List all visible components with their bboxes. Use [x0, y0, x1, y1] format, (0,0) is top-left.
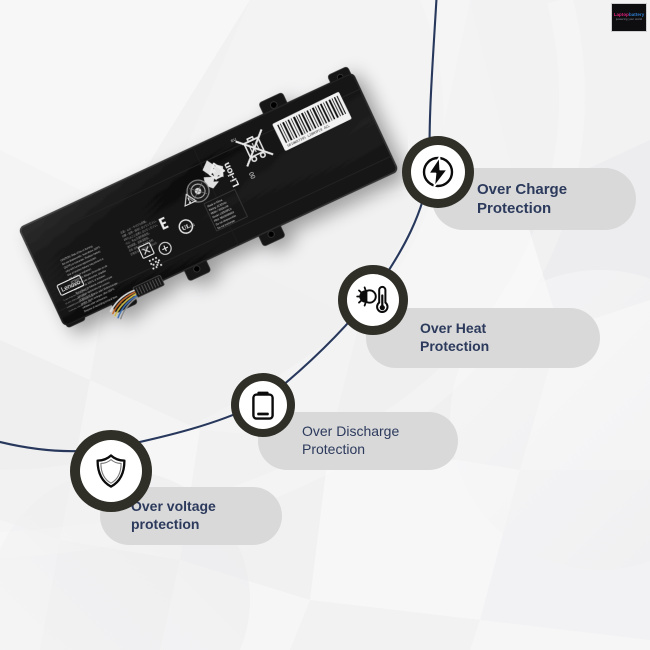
brand-logo-text-primary: Laptop [613, 12, 629, 18]
feature-over-voltage-icon-inner [80, 440, 142, 502]
feature-over-heat-icon-ring[interactable] [338, 265, 408, 335]
brand-logo-text-secondary: battery [628, 12, 645, 18]
brand-logo-badge: Laptopbattery powering your world [611, 3, 647, 32]
feature-over-discharge-icon-ring[interactable] [231, 373, 295, 437]
feature-over-charge-icon-ring[interactable] [402, 136, 474, 208]
feature-over-voltage-icon-ring[interactable] [70, 430, 152, 512]
brand-logo-tagline: powering your world [615, 18, 643, 22]
battery-low-icon [252, 391, 274, 420]
lightning-bolt-icon [422, 156, 454, 188]
feature-over-heat-icon-inner [347, 274, 399, 326]
feature-over-charge-icon-inner [411, 145, 465, 199]
feature-over-heat-label: Over Heat Protection [420, 320, 490, 354]
feature-over-voltage-pill: Over voltage protection [100, 487, 282, 545]
feature-over-discharge-icon-inner [239, 381, 287, 429]
feature-over-discharge-label: Over Discharge Protection [302, 423, 400, 457]
shield-icon [96, 454, 126, 488]
sun-thermometer-icon [356, 285, 389, 313]
feature-over-voltage-label: Over voltage protection [131, 498, 216, 532]
battery-product-image: SB10W67395 L20M3PC0 ACL EU [8, 18, 408, 418]
feature-over-charge-label: Over Charge Protection [477, 180, 568, 217]
